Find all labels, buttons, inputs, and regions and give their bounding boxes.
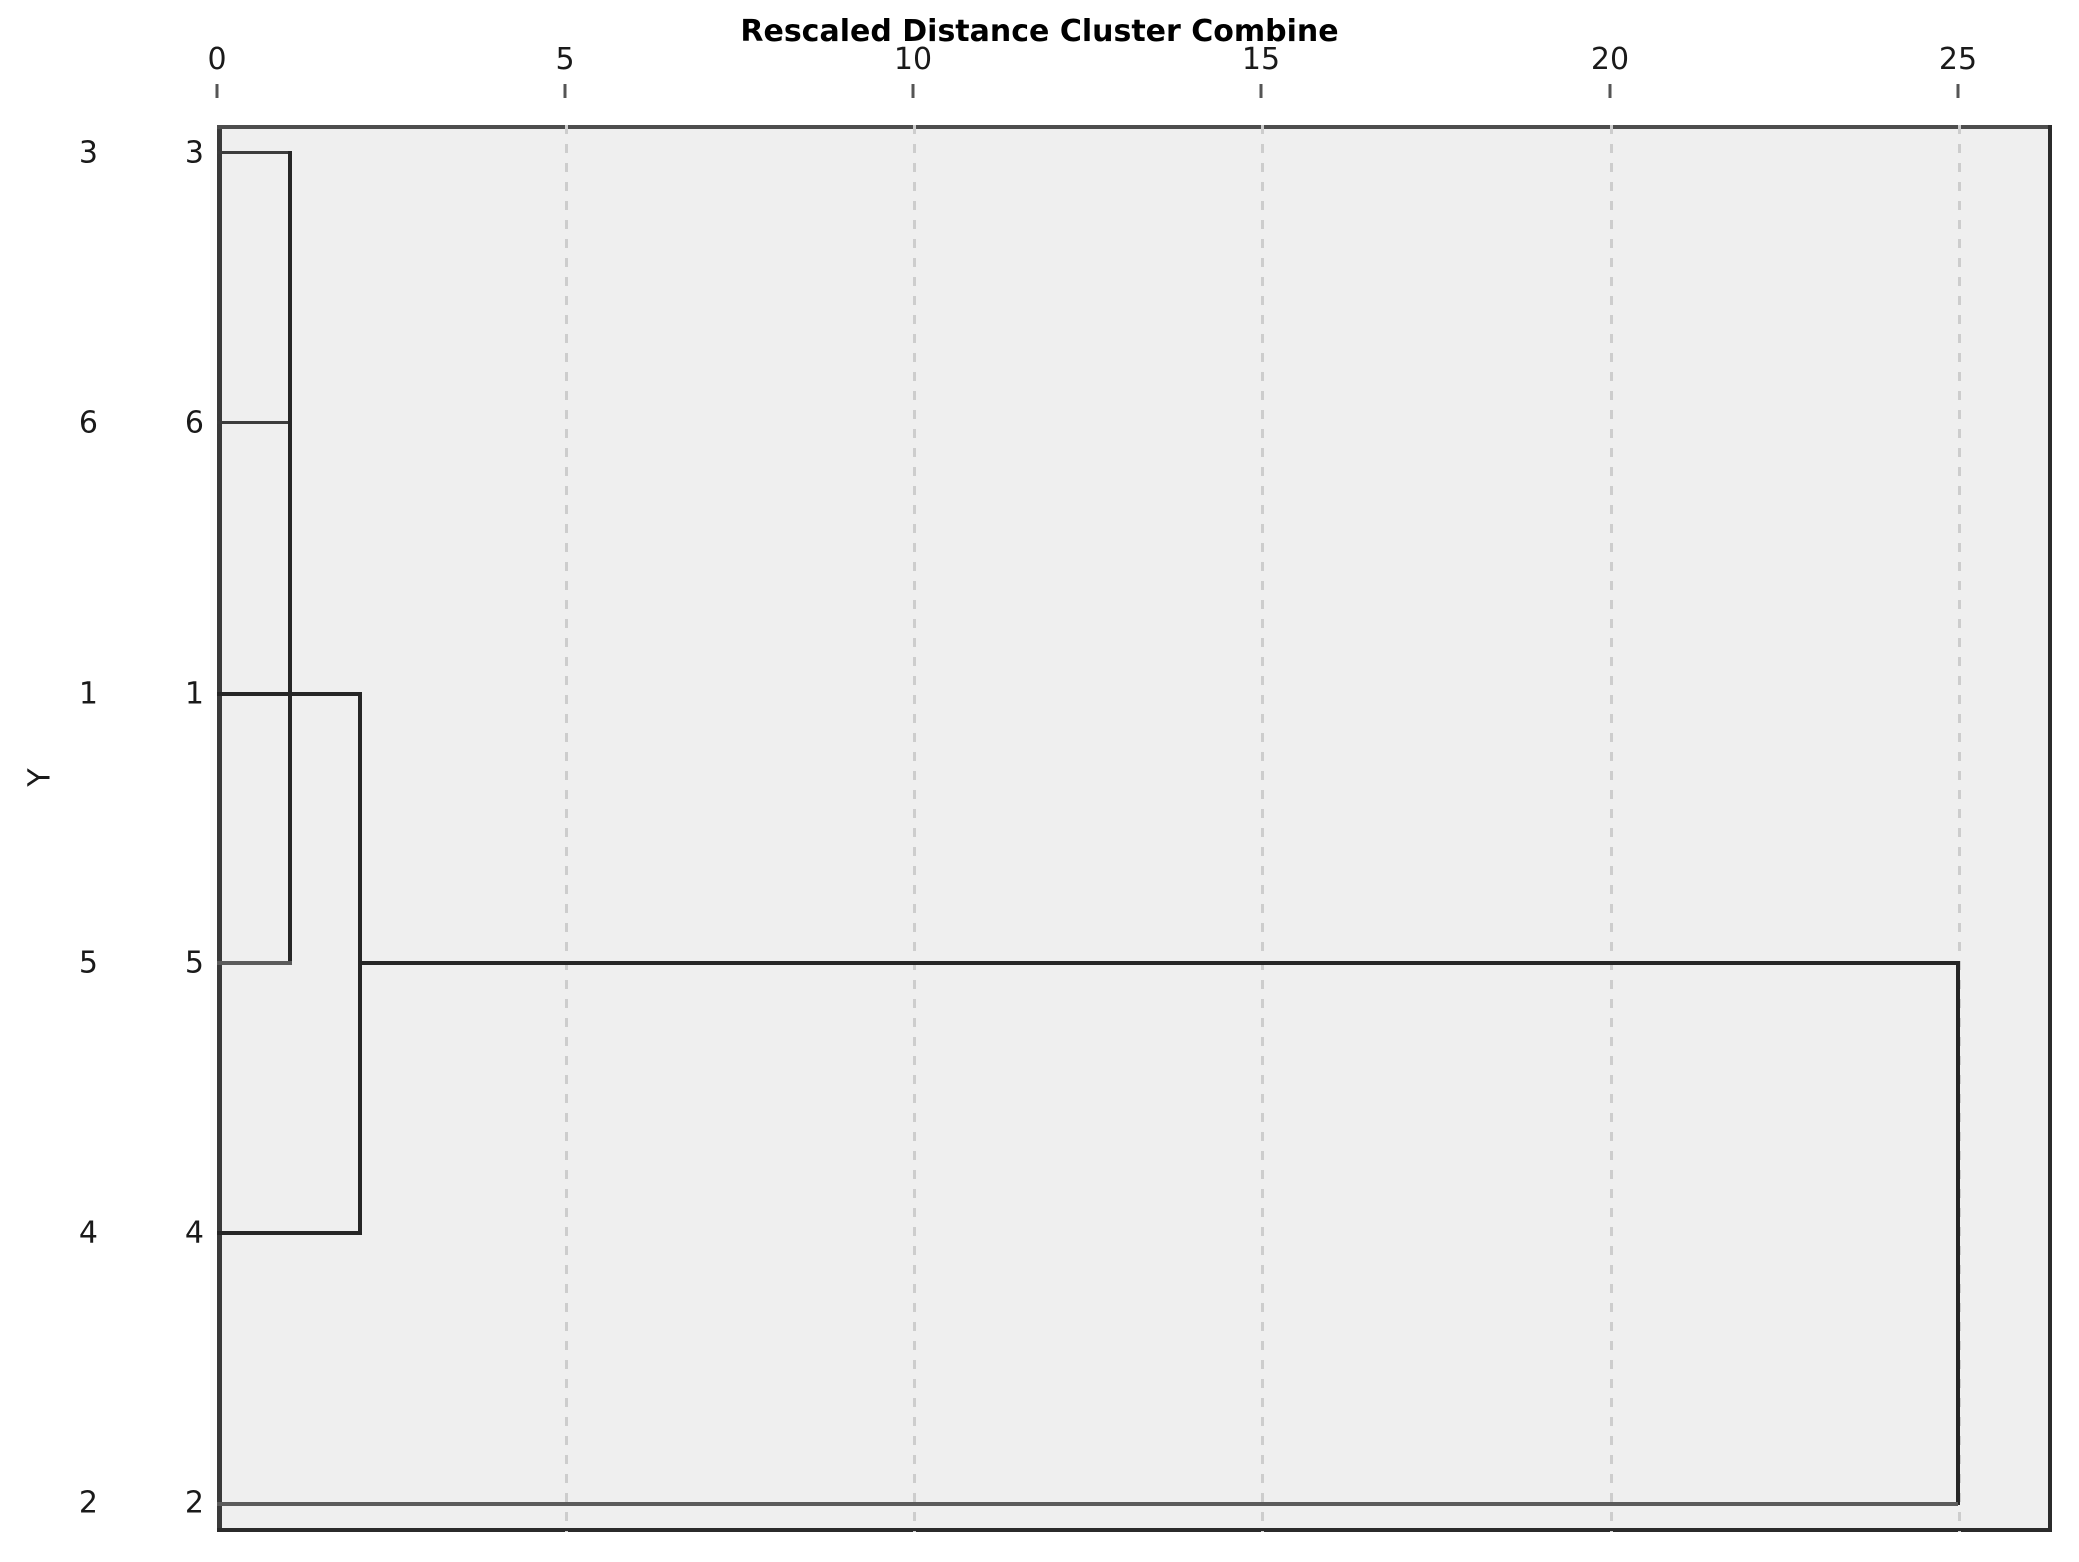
y-leaf-label-outer-1: 1 — [78, 676, 98, 712]
x-axis: 0 5 10 15 20 25 — [0, 0, 2079, 125]
x-tick-mark-20 — [1608, 84, 1612, 98]
gridline-15 — [1261, 125, 1264, 1532]
gridline-25 — [1958, 125, 1961, 1532]
x-tick-label-20: 20 — [1590, 42, 1630, 77]
y-leaf-label-outer-5: 5 — [78, 945, 98, 981]
y-leaf-label-3: 3 — [184, 135, 204, 171]
y-leaf-label-2: 2 — [184, 1485, 204, 1521]
x-tick-mark-0 — [215, 84, 219, 98]
y-leaf-label-outer-6: 6 — [78, 405, 98, 441]
plot-area — [217, 125, 2052, 1532]
x-tick-label-0: 0 — [207, 42, 227, 77]
link-merge-3-6 — [288, 151, 292, 423]
x-tick-mark-25 — [1956, 84, 1960, 98]
y-leaf-label-outer-4: 4 — [78, 1215, 98, 1251]
y-leaf-label-6: 6 — [184, 405, 204, 441]
x-tick-label-10: 10 — [893, 42, 933, 77]
link-leaf-5 — [217, 961, 292, 965]
x-tick-mark-10 — [911, 84, 915, 98]
link-root-top — [358, 961, 1960, 965]
link-leaf-3 — [217, 151, 292, 154]
page-title: Rescaled Distance Cluster Combine — [740, 14, 1339, 49]
plot-bottom-border — [217, 1528, 2052, 1532]
gridline-5 — [565, 125, 568, 1532]
link-cluster-36-stem — [288, 421, 292, 965]
link-leaf-2 — [217, 1502, 1958, 1506]
x-tick-label-5: 5 — [555, 42, 575, 77]
plot-right-border — [2048, 125, 2052, 1532]
gridline-10 — [913, 125, 916, 1532]
x-tick-label-25: 25 — [1938, 42, 1978, 77]
y-leaf-label-outer-3: 3 — [78, 135, 98, 171]
y-axis-title: Y — [22, 768, 58, 787]
y-leaf-label-4: 4 — [184, 1215, 204, 1251]
y-leaf-label-1: 1 — [184, 676, 204, 712]
link-leaf-4 — [217, 1231, 362, 1235]
x-tick-label-15: 15 — [1241, 42, 1281, 77]
link-leaf-6 — [217, 421, 292, 424]
link-root-stem — [1956, 961, 1960, 1505]
plot-top-border — [217, 125, 2052, 129]
x-tick-mark-15 — [1259, 84, 1263, 98]
gridline-20 — [1610, 125, 1613, 1532]
x-tick-mark-5 — [563, 84, 567, 98]
y-leaf-label-5: 5 — [184, 945, 204, 981]
y-leaf-label-outer-2: 2 — [78, 1485, 98, 1521]
